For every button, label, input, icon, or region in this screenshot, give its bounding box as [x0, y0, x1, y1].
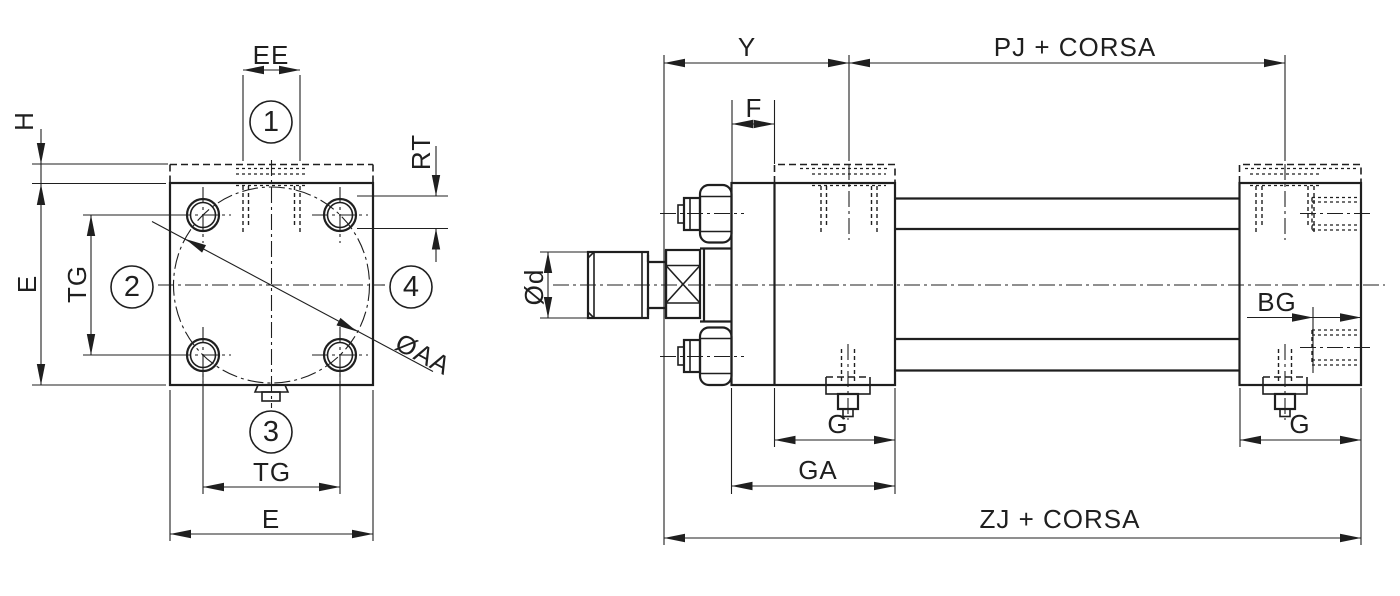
port3-plug	[253, 384, 290, 402]
dim-ga-label: GA	[798, 455, 838, 485]
dim-e-bottom: E	[169, 390, 374, 541]
dim-ga: GA	[730, 388, 895, 494]
hole-top-right	[312, 187, 368, 243]
dim-e-left: E	[12, 275, 166, 386]
dim-aa-label: ØAA	[391, 327, 456, 381]
dim-pj-label: PJ + CORSA	[994, 32, 1156, 62]
dim-e-left-label: E	[12, 275, 42, 293]
dim-tg-bottom-label: TG	[253, 457, 291, 487]
head-port-thread-hidden	[800, 164, 890, 240]
cap-side-port-top-hidden	[1300, 196, 1372, 231]
dim-h-label: H	[9, 111, 39, 131]
rod-thread	[586, 250, 650, 320]
dim-ee: EE	[242, 40, 301, 161]
cap-boss-hidden	[1238, 163, 1362, 183]
head-bleed-screw	[825, 344, 871, 420]
balloon-2-circle	[110, 265, 154, 309]
dim-g-cap-label: G	[1289, 409, 1310, 439]
dim-ee-label: EE	[253, 40, 290, 70]
bolt-circle	[172, 186, 371, 384]
balloon-3-label: 3	[263, 416, 279, 448]
dim-y: Y	[663, 32, 850, 545]
balloon-2-label: 2	[124, 271, 140, 303]
dim-y-label: Y	[738, 32, 756, 62]
front-view: 1 2 3 4 EE H E	[9, 40, 456, 541]
balloon-1-label: 1	[263, 106, 279, 138]
dim-rt: RT	[357, 134, 448, 262]
cap-block	[1238, 163, 1372, 420]
dim-pj: PJ + CORSA	[849, 32, 1286, 161]
dim-h: H	[9, 111, 168, 385]
hole-bottom-right	[312, 327, 368, 383]
dim-bg: BG	[1247, 287, 1361, 373]
dim-rt-label: RT	[406, 134, 436, 170]
tie-rod-nut-bottom	[660, 326, 744, 387]
dim-tg-left: TG	[62, 214, 183, 356]
cap-bleed-screw	[1262, 344, 1308, 420]
head-boss-hidden	[773, 163, 896, 183]
balloon-1-circle	[249, 100, 293, 144]
cap-side-port-bottom-hidden	[1300, 329, 1372, 366]
dim-zj-label: ZJ + CORSA	[980, 504, 1141, 534]
dim-rod-dia-label: Ød	[519, 269, 549, 306]
port1-thread-hidden	[236, 167, 307, 232]
hole-bottom-left	[175, 327, 231, 383]
dim-rod-dia: Ød	[519, 251, 587, 319]
dim-zj: ZJ + CORSA	[664, 504, 1361, 543]
tie-rods-side	[895, 197, 1240, 372]
dim-f: F	[731, 93, 776, 182]
hole-top-left	[175, 187, 231, 243]
dim-tg-left-label: TG	[62, 265, 92, 303]
dim-g-head: G	[773, 388, 896, 494]
dim-f-label: F	[746, 93, 763, 123]
cap-port-thread-hidden	[1245, 164, 1356, 240]
tie-rod-holes	[175, 187, 368, 383]
dim-g-head-label: G	[827, 409, 848, 439]
dim-e-bottom-label: E	[262, 504, 280, 534]
balloon-3-circle	[249, 410, 293, 454]
piston-rod	[586, 247, 732, 323]
dim-g-cap: G	[1239, 388, 1362, 545]
dim-bg-label: BG	[1257, 287, 1297, 317]
rod-collar	[664, 248, 702, 320]
balloon-4-circle	[389, 265, 433, 309]
head-block	[730, 163, 897, 420]
dim-tg-bottom: TG	[202, 372, 341, 494]
side-view: Y PJ + CORSA F Ød	[519, 32, 1385, 545]
balloon-4-label: 4	[403, 271, 419, 303]
port-balloons: 1 2 3 4	[110, 100, 433, 454]
